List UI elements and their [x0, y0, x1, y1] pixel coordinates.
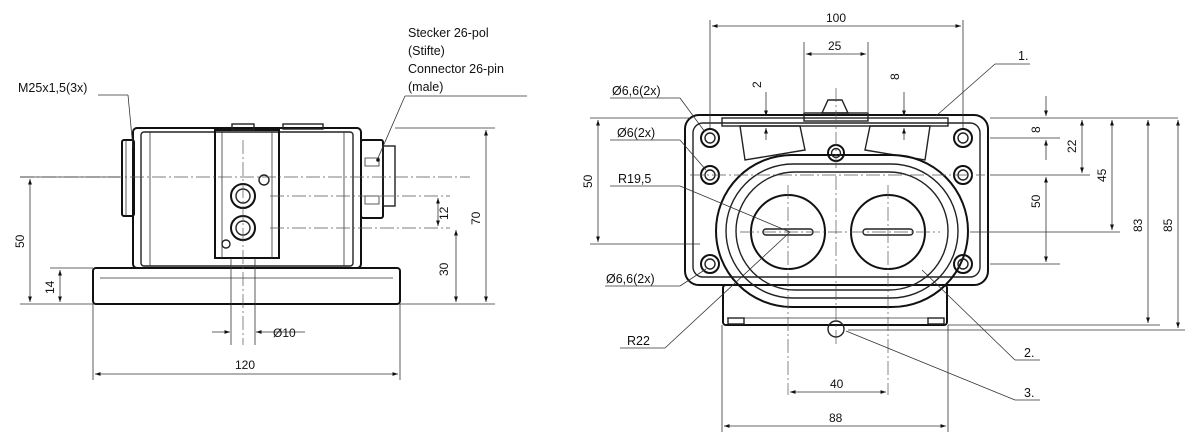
callout-2: 2.: [1024, 346, 1034, 360]
dim-50-right: 50: [1029, 194, 1043, 208]
base-plate: [92, 267, 401, 305]
callout-3: 3.: [1024, 386, 1034, 400]
hole-label-bottom: Ø6,6(2x): [606, 272, 655, 286]
hole-bottom-right: [953, 254, 973, 274]
dim-88: 88: [829, 411, 843, 425]
cable-gland-left: [121, 139, 135, 217]
thread-label: M25x1,5(3x): [18, 81, 87, 95]
hole-label-middle: Ø6(2x): [617, 126, 655, 140]
dim-40: 40: [830, 377, 844, 391]
window-outer: [715, 154, 969, 308]
connector-label-line2: (Stifte): [408, 44, 445, 58]
dim-14: 14: [43, 280, 57, 294]
dim-45: 45: [1095, 168, 1109, 182]
left-side-view: M25x1,5(3x) Stecker 26-pol (Stifte) Conn…: [13, 26, 527, 380]
dim-diameter-10: Ø10: [273, 326, 296, 340]
dim-83: 83: [1131, 218, 1145, 232]
connector-label-line4: (male): [408, 80, 443, 94]
dim-50-left: 50: [13, 234, 27, 248]
right-front-view: Ø6,6(2x) Ø6(2x) R19,5 Ø6,6(2x) R22 100 2…: [581, 11, 1185, 432]
dim-85: 85: [1161, 218, 1175, 232]
radius-label-r22: R22: [627, 334, 650, 348]
hole-top-right: [953, 128, 973, 148]
radius-label-r19: R19,5: [618, 172, 651, 186]
dim-120: 120: [235, 358, 255, 372]
hole-bottom-left: [700, 254, 720, 274]
dim-8-top: 8: [888, 73, 902, 80]
connector-body: [360, 139, 384, 219]
lower-body: [722, 284, 948, 326]
dim-22: 22: [1065, 139, 1079, 153]
dim-50-front: 50: [581, 174, 595, 188]
connector-label-line3: Connector 26-pin: [408, 62, 504, 76]
callout-1: 1.: [1018, 49, 1028, 63]
hole-top-left: [700, 128, 720, 148]
housing-body: [132, 127, 362, 269]
dim-12: 12: [437, 206, 451, 220]
dim-70: 70: [469, 211, 483, 225]
dim-2: 2: [750, 81, 764, 88]
hole-label-top: Ø6,6(2x): [612, 84, 661, 98]
dim-8-right: 8: [1029, 126, 1043, 133]
dim-25: 25: [828, 39, 842, 53]
dim-100: 100: [826, 11, 846, 25]
dim-30: 30: [437, 262, 451, 276]
front-housing: [684, 114, 989, 286]
connector-label-line1: Stecker 26-pol: [408, 26, 489, 40]
